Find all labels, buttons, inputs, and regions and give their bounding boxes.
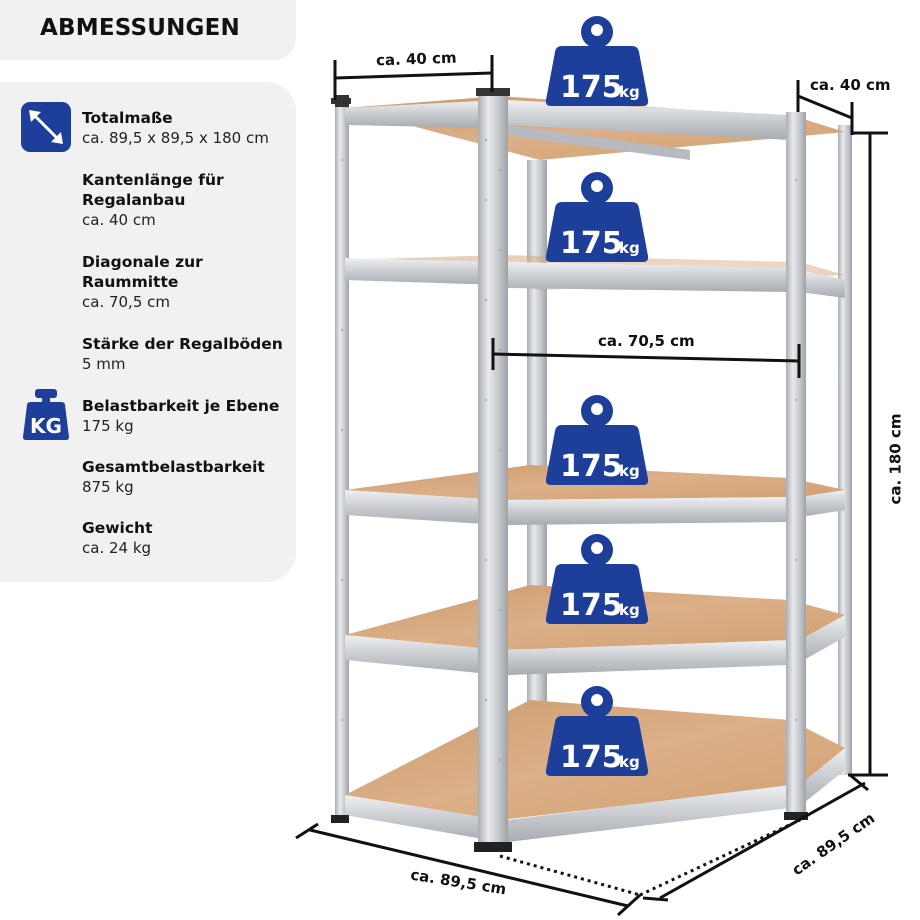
svg-text:kg: kg: [619, 753, 640, 771]
shelf-2: [345, 255, 845, 298]
svg-text:kg: kg: [619, 462, 640, 480]
svg-text:175: 175: [560, 70, 623, 105]
right-post: [838, 125, 852, 775]
spec-value: 875 kg: [82, 478, 134, 496]
spec-value: ca. 70,5 cm: [82, 293, 171, 311]
diagonal-arrows-icon: [21, 102, 71, 152]
dim-label-top-left: ca. 40 cm: [375, 48, 457, 70]
spec-label: Belastbarkeit je Ebene: [82, 397, 280, 415]
spec-label: Stärke der Regalböden: [82, 335, 283, 353]
svg-text:175: 175: [560, 449, 623, 484]
spec-value: ca. 40 cm: [82, 211, 156, 229]
spec-value: ca. 89,5 x 89,5 x 180 cm: [82, 129, 269, 147]
specs-panel: [0, 82, 296, 582]
svg-text:KG: KG: [30, 414, 62, 438]
back-post: [527, 160, 547, 720]
dim-label-top-right: ca. 40 cm: [810, 76, 891, 94]
svg-text:175: 175: [560, 226, 623, 261]
spec-label: Diagonale zur Raummitte: [82, 253, 203, 291]
weight-badge-4: 175 kg: [545, 534, 649, 624]
page-title: ABMESSUNGEN: [40, 15, 240, 41]
spec-label: Gesamtbelastbarkeit: [82, 458, 265, 476]
weight-badge-1: 175 kg: [545, 16, 649, 106]
shelf-1: [345, 96, 845, 160]
floor-dotted-lines: [499, 818, 801, 897]
spec-label: Kantenlänge für Regalanbau: [82, 171, 224, 209]
svg-text:175: 175: [560, 588, 623, 623]
front-right-post: [786, 112, 806, 817]
spec-weight: Gewicht ca. 24 kg: [82, 518, 292, 558]
spec-diagonal: Diagonale zur Raummitte ca. 70,5 cm: [82, 252, 292, 312]
spec-value: ca. 24 kg: [82, 539, 152, 557]
spec-shelf-thickness: Stärke der Regalböden 5 mm: [82, 334, 292, 374]
dim-label-diagonal: ca. 70,5 cm: [598, 332, 695, 350]
svg-text:kg: kg: [619, 239, 640, 257]
svg-text:175: 175: [560, 740, 623, 775]
spec-label: Gewicht: [82, 519, 153, 537]
svg-text:kg: kg: [619, 601, 640, 619]
shelf-4: [345, 585, 845, 675]
svg-text:kg: kg: [619, 83, 640, 101]
dim-label-height: ca. 180 cm: [886, 413, 905, 505]
front-center-post: [478, 90, 508, 845]
spec-label: Totalmaße: [82, 109, 173, 127]
weight-badge-5: 175 kg: [545, 686, 649, 776]
left-post: [335, 100, 349, 820]
weight-badge-2: 175 kg: [545, 172, 649, 262]
spec-value: 175 kg: [82, 417, 134, 435]
spec-total-dimensions: Totalmaße ca. 89,5 x 89,5 x 180 cm: [82, 108, 292, 148]
spec-edge-length: Kantenlänge für Regalanbau ca. 40 cm: [82, 170, 292, 230]
spec-value: 5 mm: [82, 355, 126, 373]
spec-load-per-shelf: Belastbarkeit je Ebene 175 kg: [82, 396, 292, 436]
spec-total-load: Gesamtbelastbarkeit 875 kg: [82, 457, 292, 497]
kg-weight-icon: KG: [21, 389, 71, 440]
dimension-lines: [295, 55, 888, 917]
title-card: ABMESSUNGEN: [0, 0, 296, 60]
weight-badge-3: 175 kg: [545, 395, 649, 485]
